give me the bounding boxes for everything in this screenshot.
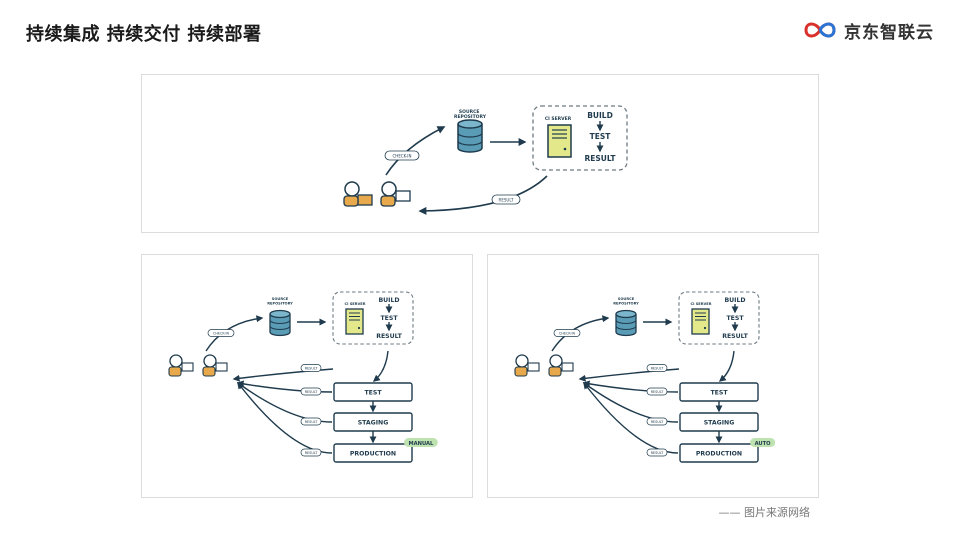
- stage-result-label: RESULT: [305, 451, 319, 455]
- source-repository-label-l1: SOURCE: [459, 109, 480, 115]
- stage-result-label: RESULT: [305, 390, 319, 394]
- stage-result-label: RESULT: [305, 420, 319, 424]
- result-label: RESULT: [305, 366, 319, 370]
- stage-feedback-arrow: [237, 381, 333, 454]
- stage-feedback-arrow: [236, 382, 333, 423]
- stage-feedback-arrow: [582, 380, 679, 393]
- result-feedback-arrow: [578, 368, 680, 382]
- stage-result-pill: [646, 417, 668, 426]
- image-source-note: —— 图片来源网络: [718, 506, 811, 519]
- stage-result-pill: [646, 448, 668, 457]
- ci-to-stages-arrow: [718, 350, 735, 382]
- ci-server-box: [532, 105, 628, 171]
- server-icon: [345, 308, 364, 335]
- deploy-badge-label: MANUAL: [408, 441, 434, 447]
- stage-label: TEST: [710, 389, 728, 396]
- source-repository-label: SOURCE: [272, 297, 289, 301]
- result-feedback-arrow: [232, 368, 334, 382]
- stage-feedback-arrow: [582, 382, 679, 423]
- database-icon: [269, 309, 291, 337]
- result-pill: [646, 364, 668, 372]
- developer-icon: [380, 181, 411, 207]
- developer-icon: [168, 354, 194, 377]
- infinity-loop-logo-icon: [804, 22, 836, 38]
- ci-server-box: [678, 291, 760, 345]
- ci-server-box: [332, 291, 414, 345]
- test-step: TEST: [380, 315, 398, 322]
- stage-box: [679, 443, 759, 463]
- source-repository-label-l2: REPOSITORY: [454, 114, 487, 120]
- stage-result-label: RESULT: [651, 390, 665, 394]
- database-icon: [615, 309, 637, 337]
- brand-logo-group: 京东智联云: [802, 16, 934, 44]
- ci-server-label: CI SERVER: [344, 302, 365, 306]
- svg-text:SOURCE REPOSITORY: SOURCE REPOSITORY: [454, 109, 487, 120]
- result-pill: [491, 194, 521, 205]
- developer-icon: [343, 181, 373, 207]
- ci-server-label: CI SERVER: [690, 302, 711, 306]
- deploy-badge: [750, 438, 776, 447]
- stage-label: STAGING: [358, 419, 389, 426]
- developer-icon: [202, 354, 228, 377]
- source-repository-label: REPOSITORY: [267, 302, 293, 306]
- developer-icon: [514, 354, 540, 377]
- slide-title: 持续集成 持续交付 持续部署: [26, 24, 262, 45]
- brand-name: 京东智联云: [844, 22, 934, 43]
- source-repository-label: REPOSITORY: [613, 302, 639, 306]
- ci-server-label: CI SERVER: [545, 116, 572, 122]
- stage-feedback-arrow: [583, 381, 679, 454]
- build-step: BUILD: [587, 111, 613, 120]
- stage-label: PRODUCTION: [696, 450, 742, 457]
- stage-result-pill: [646, 387, 668, 396]
- server-icon: [547, 124, 572, 158]
- stage-label: PRODUCTION: [350, 450, 396, 457]
- check-in-arrow: [551, 315, 610, 352]
- stage-feedback-arrow: [236, 380, 333, 393]
- stage-result-label: RESULT: [651, 451, 665, 455]
- stage-label: TEST: [364, 389, 382, 396]
- check-in-label: CHECK-IN: [559, 331, 576, 335]
- deploy-badge: [404, 438, 438, 447]
- stage-result-label: RESULT: [651, 420, 665, 424]
- check-in-pill: [384, 150, 420, 161]
- result-pill-label: RESULT: [499, 198, 514, 203]
- result-step: RESULT: [584, 154, 616, 163]
- build-step: BUILD: [378, 297, 399, 304]
- build-step: BUILD: [724, 297, 745, 304]
- stage-result-pill: [300, 387, 322, 396]
- check-in-pill: [207, 329, 235, 337]
- result-label: RESULT: [651, 366, 665, 370]
- test-step: TEST: [726, 315, 744, 322]
- check-in-arrow: [385, 126, 446, 176]
- result-step: RESULT: [722, 333, 748, 340]
- developer-icon: [548, 354, 574, 377]
- ci-diagram-panel: CHECK-IN SOURCE REPOSITORY CI SERVER BUI…: [141, 74, 819, 233]
- result-step: RESULT: [376, 333, 402, 340]
- source-repository-label: SOURCE: [618, 297, 635, 301]
- check-in-label: CHECK-IN: [213, 331, 230, 335]
- check-in-arrow: [205, 315, 264, 352]
- test-step: TEST: [590, 132, 612, 141]
- check-in-pill: [553, 329, 581, 337]
- stage-box: [333, 443, 413, 463]
- deploy-badge-label: AUTO: [755, 441, 772, 447]
- stage-result-pill: [300, 417, 322, 426]
- database-icon: [457, 119, 483, 153]
- stage-label: STAGING: [704, 419, 735, 426]
- result-feedback-arrow: [418, 175, 548, 215]
- stage-result-pill: [300, 448, 322, 457]
- server-icon: [691, 308, 710, 335]
- check-in-label: CHECK-IN: [393, 154, 412, 159]
- ci-to-stages-arrow: [372, 350, 389, 382]
- result-pill: [300, 364, 322, 372]
